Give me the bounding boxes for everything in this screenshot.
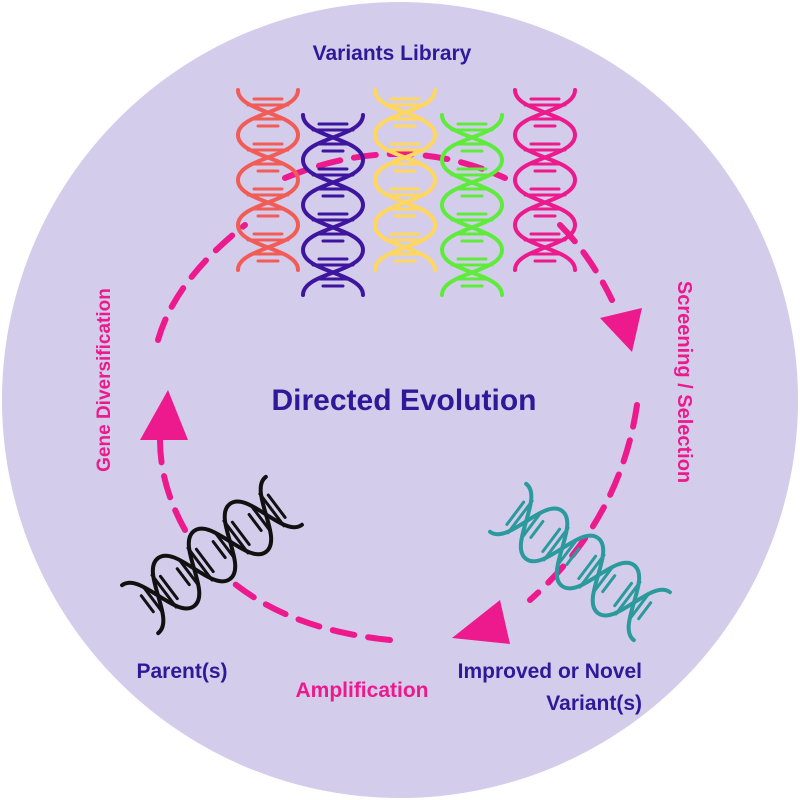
gene-diversification-label: Gene Diversification — [94, 288, 115, 472]
screening-selection-label: Screening / Selection — [673, 281, 695, 483]
arc-amplification — [227, 577, 393, 643]
diagram-title: Directed Evolution — [271, 384, 536, 417]
arrowhead-to-amplification — [452, 600, 510, 644]
arrowhead-to-diversification — [140, 390, 188, 440]
improved-variant-label-line1: Improved or Novel — [458, 660, 642, 683]
amplification-label: Amplification — [295, 679, 428, 702]
parents-label: Parent(s) — [136, 660, 227, 683]
arc-diversification — [155, 222, 248, 343]
improved-variant-label-line2: Variant(s) — [546, 692, 642, 715]
arc-parent-up — [157, 437, 188, 533]
variants-library-label: Variants Library — [313, 42, 472, 65]
arc-screening — [557, 222, 615, 303]
arrowhead-to-screening — [600, 308, 642, 352]
arc-selection-to-improved — [527, 402, 640, 603]
